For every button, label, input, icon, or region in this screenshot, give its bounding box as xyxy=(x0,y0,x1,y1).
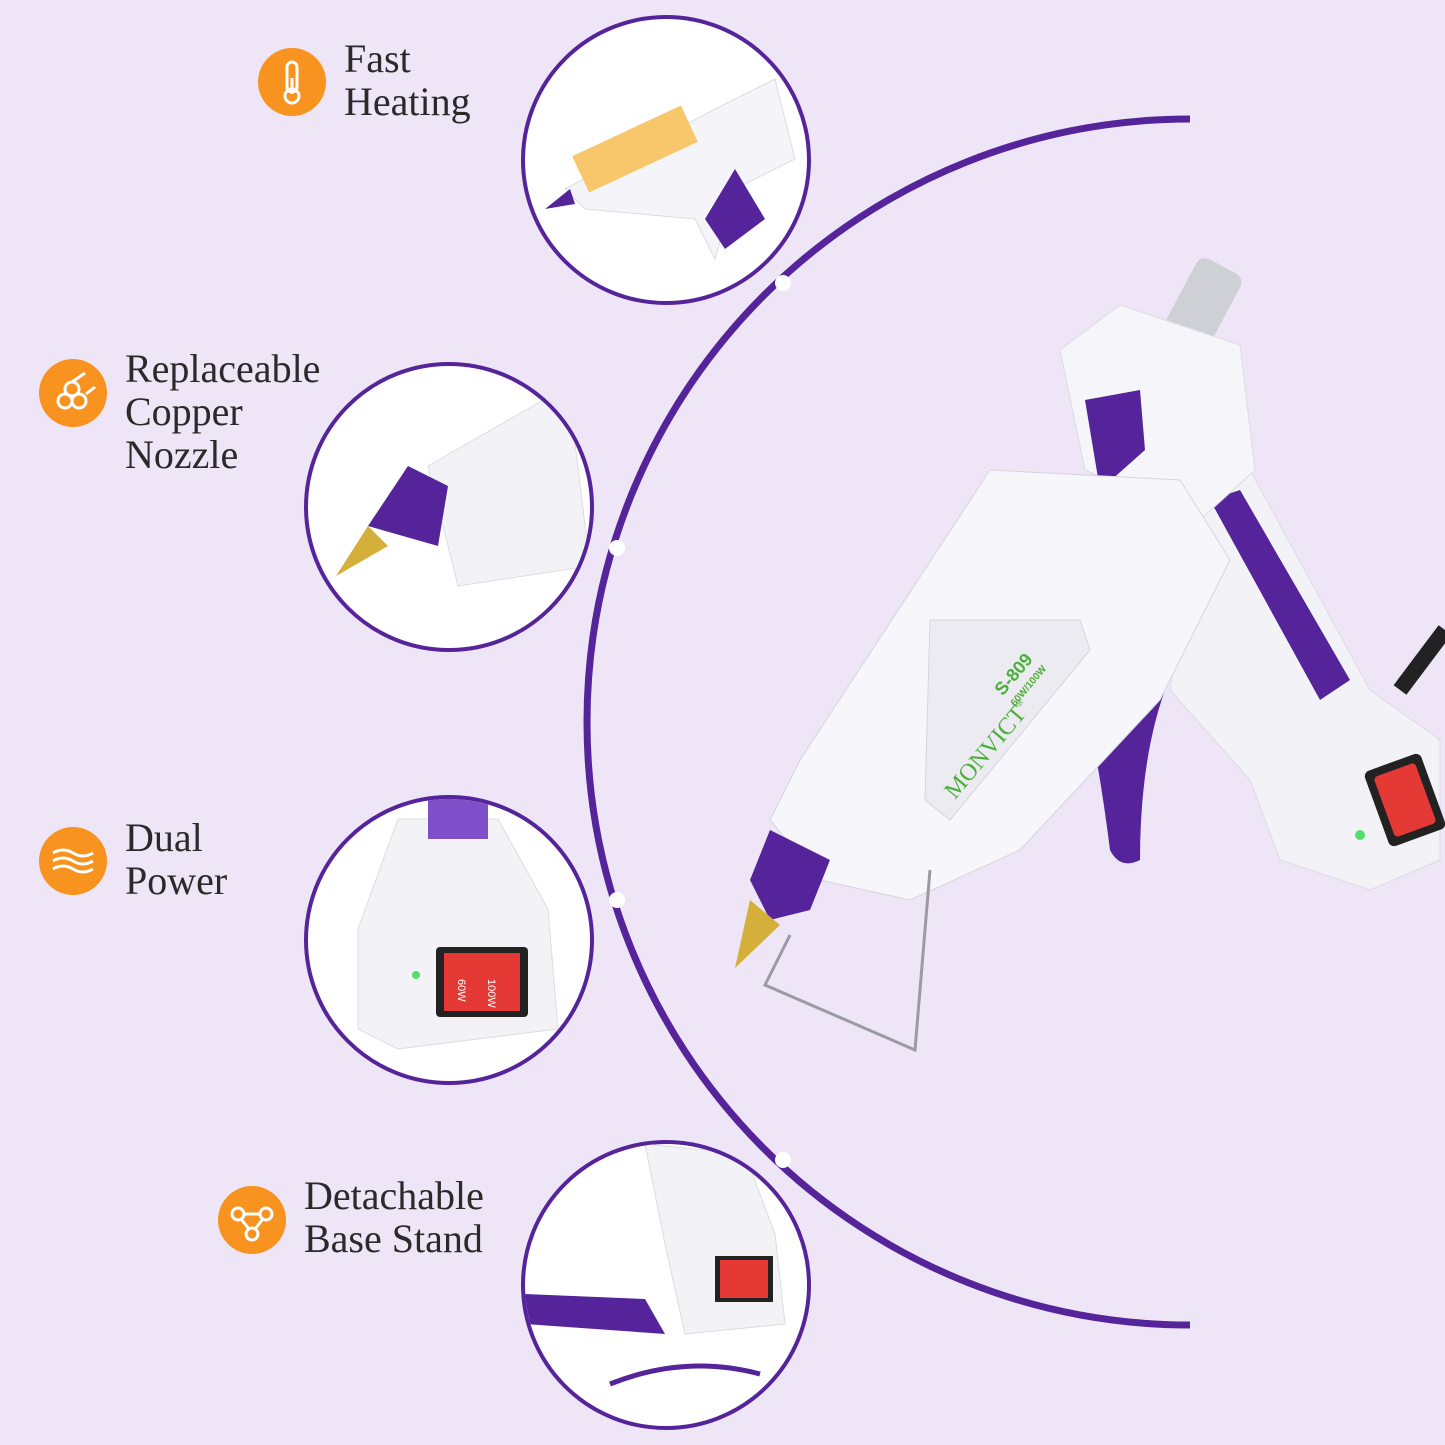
inset-detachable-stand xyxy=(521,1140,811,1430)
feature-replaceable-nozzle: Replaceable Copper Nozzle xyxy=(125,347,320,476)
feature-detachable-stand: Detachable Base Stand xyxy=(304,1174,484,1260)
nodes-icon xyxy=(218,1186,286,1254)
arc-dot xyxy=(609,892,625,908)
feature-text: Detachable xyxy=(304,1173,484,1218)
feature-text: Nozzle xyxy=(125,432,239,477)
arc-dot xyxy=(775,275,791,291)
switch-100w-label: 100W xyxy=(485,979,497,1008)
feature-text: Copper xyxy=(125,389,243,434)
glue-sticks-icon xyxy=(39,359,107,427)
feature-text: Power xyxy=(125,858,228,903)
arc-dot xyxy=(775,1152,791,1168)
switch-60w-label: 60W xyxy=(455,979,467,1002)
feature-arc xyxy=(583,115,1191,1329)
inset-dual-power-switch: 60W 100W xyxy=(304,795,594,1085)
inset-heating-element xyxy=(521,15,811,305)
feature-fast-heating: Fast Heating xyxy=(344,37,471,123)
glue-gun xyxy=(735,258,1445,1053)
feature-text: Heating xyxy=(344,79,471,124)
waves-icon xyxy=(39,827,107,895)
arc-dot xyxy=(609,540,625,556)
feature-dual-power: Dual Power xyxy=(125,816,227,902)
feature-text: Base Stand xyxy=(304,1216,483,1261)
feature-text: Dual xyxy=(125,815,203,860)
feature-text: Replaceable xyxy=(125,346,321,391)
thermometer-icon xyxy=(258,48,326,116)
inset-copper-nozzle xyxy=(304,362,594,652)
feature-text: Fast xyxy=(344,36,411,81)
